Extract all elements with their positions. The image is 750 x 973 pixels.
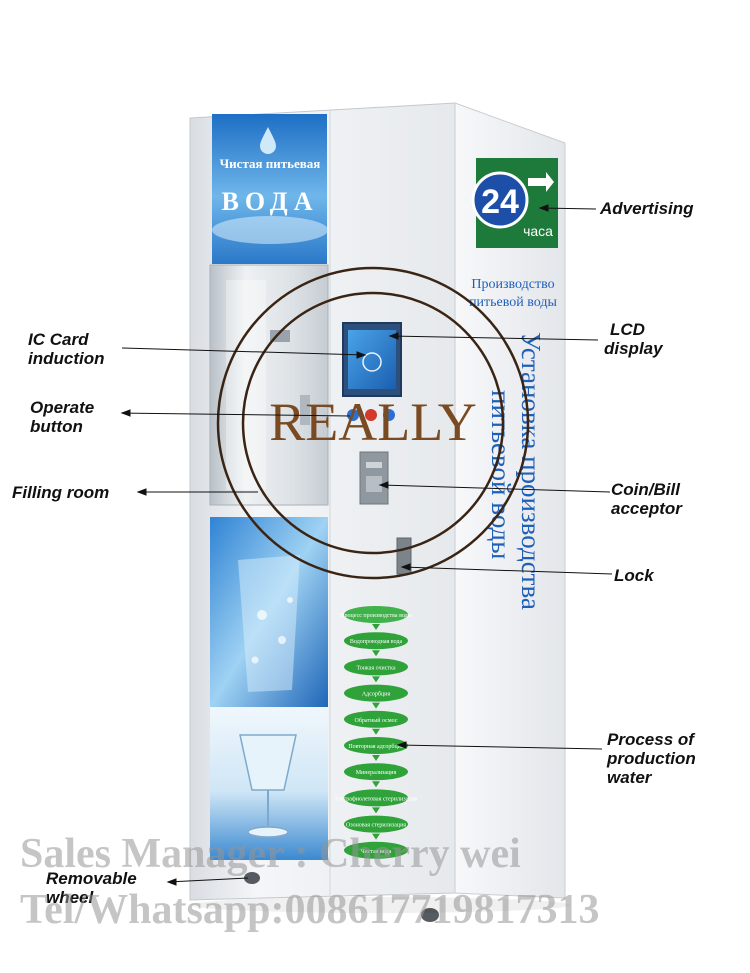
24-hours-badge	[471, 171, 529, 229]
vertical-title-line2: питьевой воды	[486, 390, 516, 559]
process-step-arrow	[372, 676, 380, 683]
side-heading-line2: питьевой воды	[469, 295, 557, 310]
side-heading-line1: Производство	[471, 277, 554, 292]
callout-lock: Lock	[614, 566, 654, 585]
process-step-label: Чистая вода	[361, 849, 392, 855]
process-step-arrow	[372, 807, 380, 814]
operate-button-red[interactable]	[365, 409, 377, 421]
machine-side-panel	[454, 102, 566, 899]
process-step-label: Ультрафиолетовая стерилизация	[335, 795, 418, 802]
watermark-sales-manager: Sales Manager : Cherry wei	[20, 831, 521, 877]
process-step-pill	[344, 710, 408, 728]
process-step-pill	[344, 815, 408, 833]
process-step-arrow	[372, 755, 380, 761]
process-step-pill	[344, 606, 408, 623]
process-step-label: Тонкая очистка	[356, 665, 395, 671]
watermark-contact: Tel/Whatsapp:008617719817313	[20, 887, 600, 933]
process-step-label: Адсорбция	[362, 691, 391, 698]
removable-wheel	[244, 872, 260, 884]
card-reader-icon	[362, 352, 382, 372]
process-step-pill	[344, 658, 408, 676]
operate-button-blue[interactable]	[347, 409, 359, 421]
glass-icon	[239, 734, 297, 791]
really-logo-text: REALLY	[269, 392, 477, 452]
process-step-arrow	[372, 728, 380, 735]
filling-room-window	[209, 264, 329, 506]
process-step-arrow	[372, 833, 380, 840]
callout-advertising: Advertising	[600, 199, 694, 218]
process-step-label: Озоновая стерилизация	[346, 823, 406, 829]
process-step-label: Процесс производства воды	[340, 613, 412, 619]
wheel-right	[421, 908, 439, 922]
process-step-pill	[344, 841, 408, 859]
callout-filling-room: Filling room	[12, 483, 110, 502]
badge-unit: часа	[523, 223, 553, 239]
process-step-pill	[344, 737, 408, 754]
really-logo-watermark: REALLY	[216, 266, 530, 580]
process-step-label: Минерализация	[356, 770, 397, 776]
process-step-pill	[344, 632, 408, 650]
process-step-label: Обратный осмос	[355, 717, 398, 724]
badge-number: 24	[481, 183, 519, 221]
process-step-arrow	[372, 781, 380, 788]
process-step-pill	[344, 763, 408, 781]
process-step-arrow	[372, 650, 380, 657]
process-step-arrow	[372, 702, 380, 709]
water-drop-icon	[260, 127, 276, 154]
process-step-label: Повторная адсорбция	[348, 743, 404, 750]
process-step-label: Водопроводная вода	[350, 639, 403, 645]
process-step-pill	[344, 684, 408, 702]
process-step-pill	[344, 789, 408, 807]
operate-button-blue-2[interactable]	[383, 409, 395, 421]
process-step-arrow	[372, 624, 380, 630]
pointing-hand-icon	[528, 172, 554, 192]
top-sign-line1: Чистая питьевая	[220, 156, 321, 171]
top-sign-line2: ВОДА	[222, 187, 319, 216]
